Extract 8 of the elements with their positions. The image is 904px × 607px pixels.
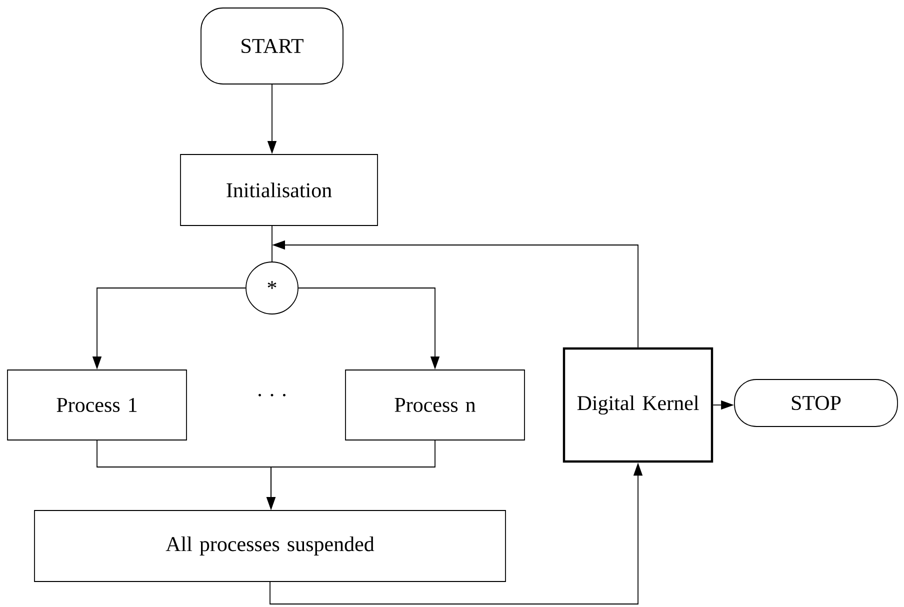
terminal-box: START: [200, 8, 344, 84]
process-box: Process 1: [7, 370, 187, 440]
process-box: Process n: [345, 370, 525, 440]
terminal-box: STOP: [734, 379, 898, 427]
process-box: Digital Kernel: [562, 347, 714, 463]
process-box: Initialisation: [180, 154, 378, 226]
ellipsis: · · ·: [258, 394, 286, 396]
process-box: All processes suspended: [34, 510, 506, 582]
